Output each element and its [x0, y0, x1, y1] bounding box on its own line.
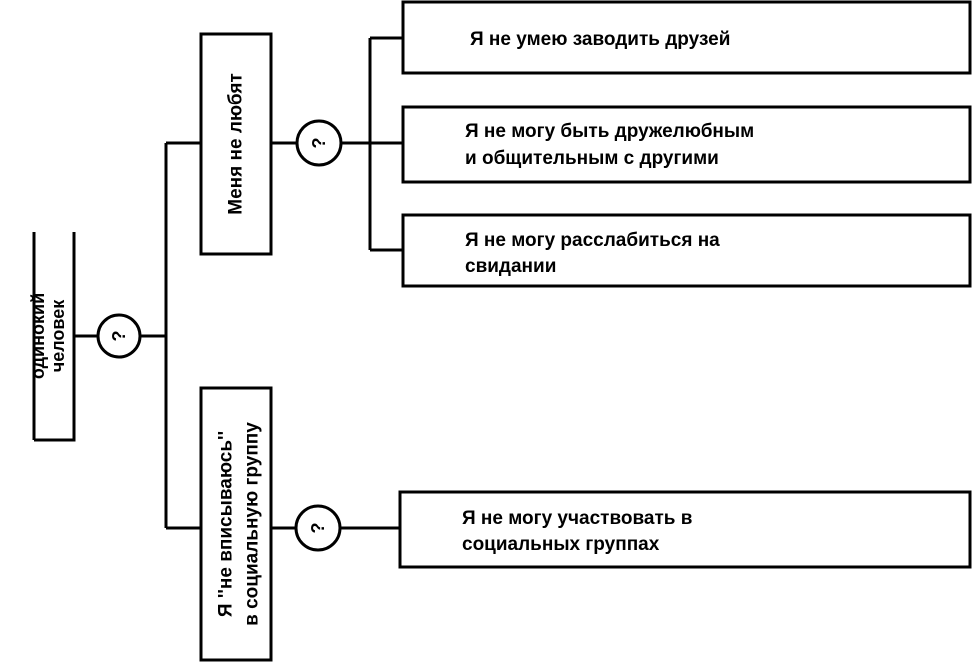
leaf-label-line: и общительным с другими: [465, 148, 719, 169]
leaf-label-line: Я не могу участвовать в: [462, 508, 692, 529]
root-node: одинокий человек: [28, 232, 76, 442]
question-mark-icon: ?: [109, 331, 129, 342]
branch-1-connectors: [271, 36, 403, 252]
branch-1-label: Меня не любят: [226, 73, 247, 214]
leaf-label-line: Я не могу расслабиться на: [465, 230, 720, 251]
branch-2-node: Я ''не вписываюсь'' в социальную группу: [199, 386, 273, 662]
leaf-label-line: свидании: [465, 256, 556, 277]
leaf-label-line: Я не умею заводить друзей: [470, 29, 730, 50]
leaf-node: Я не умею заводить друзей: [401, 0, 972, 75]
branch-2-label-line-1: Я ''не вписываюсь'': [216, 431, 237, 617]
root-connectors: [74, 141, 201, 530]
question-mark-icon: ?: [308, 523, 328, 534]
leaf-label-line: социальных группах: [462, 534, 660, 555]
leaf-node: Я не могу быть дружелюбным и общительным…: [401, 105, 972, 184]
root-label-line-1: одинокий: [28, 293, 48, 379]
branch-1-node: Меня не любят: [199, 32, 273, 256]
question-mark-icon: ?: [309, 138, 329, 149]
leaf-node: Я не могу участвовать в социальных групп…: [398, 490, 972, 569]
branch-2-label-line-2: в социальную группу: [242, 422, 263, 626]
branch-1-decision: ?: [295, 119, 343, 167]
root-decision: ?: [96, 313, 142, 359]
leaf-label-line: Я не могу быть дружелюбным: [465, 121, 754, 142]
root-label-line-2: человек: [48, 299, 68, 372]
branch-2-decision: ?: [294, 504, 342, 552]
leaf-node: Я не могу расслабиться на свидании: [401, 213, 972, 288]
